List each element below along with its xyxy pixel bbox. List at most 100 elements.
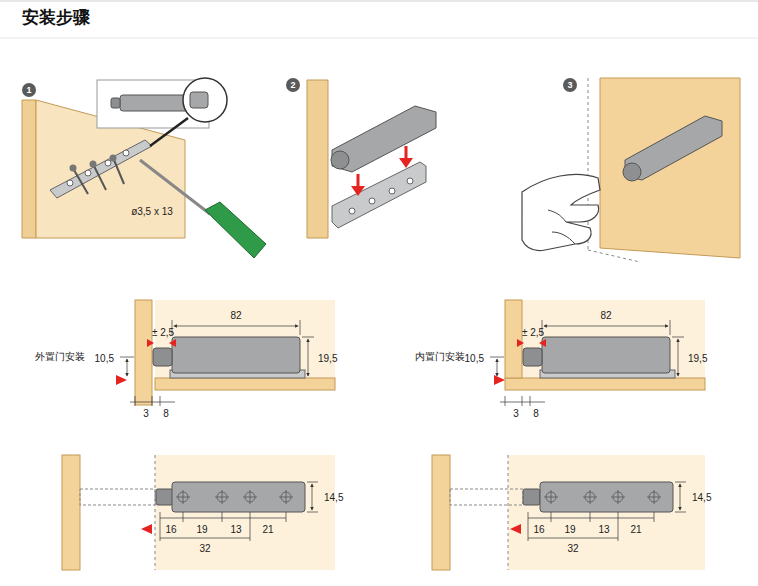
inner-door-plan-view-part-part — [551, 490, 552, 504]
inner-door-plan-view-part-part — [654, 512, 655, 522]
outer-door-plan-view-part-part — [160, 518, 286, 519]
dimension-label: 10,5 — [95, 353, 114, 364]
inner-door-section-part — [497, 359, 498, 376]
outer-door-section-part — [308, 339, 309, 376]
inner-door-plan-view-part-part — [654, 490, 655, 504]
step-one-illustration-part — [110, 155, 117, 162]
section-label: 外置门安装 — [35, 351, 85, 362]
inner-door-section-part — [522, 396, 523, 406]
dimension-label: 19 — [196, 524, 207, 535]
step-three-illustration-part — [588, 250, 640, 262]
outer-door-plan-view-part-part — [222, 490, 223, 504]
step-one-illustration-part — [150, 118, 188, 146]
step-one-illustration-part — [50, 140, 152, 198]
dimension-label: 82 — [600, 310, 611, 321]
dimension-label: 8 — [533, 408, 539, 419]
page-title: 安装步骤 — [22, 9, 90, 28]
outer-door-plan-view-part — [62, 455, 80, 570]
step-one-illustration-part — [205, 202, 266, 258]
inner-door-section-part — [530, 396, 531, 406]
inner-door-plan-view-part — [508, 455, 509, 570]
step-one-illustration-part — [114, 160, 124, 184]
outer-door-section-part — [155, 300, 335, 378]
step-one-illustration-part — [90, 161, 97, 168]
inner-door-section-part — [544, 326, 668, 327]
dimension-label: 19,5 — [318, 353, 337, 364]
step-one-illustration-part — [111, 98, 120, 108]
inner-door-plan-view-part-part — [590, 490, 591, 504]
inner-door-section-part — [500, 402, 545, 403]
title-rule — [0, 38, 758, 39]
inner-door-plan-view-part — [544, 490, 661, 504]
inner-door-plan-view-part-part — [528, 512, 529, 541]
step-number: 3 — [563, 78, 577, 92]
step-two-illustration-part — [331, 151, 349, 169]
outer-door-section — [116, 300, 335, 406]
step-one-illustration-part — [190, 92, 208, 108]
inner-door-plan-view-part — [432, 455, 450, 570]
outer-door-plan-view-part-part — [183, 512, 184, 522]
step-one-illustration-part — [22, 100, 36, 238]
step-two-illustration-part — [389, 188, 395, 194]
outer-door-section-part — [160, 396, 161, 406]
outer-door-section-part — [135, 300, 152, 405]
inner-door-plan-view-part — [540, 482, 673, 512]
inner-door-plan-view-part — [675, 482, 686, 483]
inner-door-section-part — [678, 339, 679, 376]
step-three-illustration-part — [522, 174, 600, 250]
inner-door-section-part — [542, 337, 670, 373]
step-one-illustration-part — [85, 170, 91, 176]
inner-door-plan-view-part-part — [618, 490, 619, 504]
step-three-illustration-part — [552, 232, 575, 244]
step-two-illustration-part — [357, 174, 360, 188]
step-one-illustration-part — [105, 160, 111, 166]
screw-size-label: ø3,5 x 13 — [131, 206, 173, 217]
outer-door-section-part — [135, 396, 136, 406]
outer-door-section-part — [174, 326, 298, 327]
inner-door-section-part — [539, 339, 546, 347]
dimension-label: 3 — [143, 408, 149, 419]
inner-door-plan-view-part-part — [528, 538, 618, 539]
dimension-label: 21 — [630, 524, 641, 535]
inner-door-section-part — [490, 357, 504, 358]
outer-door-plan-view-part — [156, 489, 173, 505]
outer-door-plan-view-part-part — [222, 512, 223, 522]
inner-door-section-part — [505, 300, 522, 378]
inner-door-plan-view-part-part — [618, 512, 619, 541]
step-one-illustration — [22, 78, 266, 258]
inner-door-plan-view-part-part — [590, 512, 591, 522]
step-one-illustration-part — [67, 180, 73, 186]
dimension-label: 16 — [165, 524, 176, 535]
inner-door-section-part — [505, 378, 705, 390]
dimension-label: 14,5 — [324, 492, 343, 503]
outer-door-plan-view-part — [155, 455, 156, 570]
inner-door-section-part — [494, 375, 505, 385]
step-two-illustration — [307, 80, 436, 238]
step-number-text: 3 — [567, 81, 572, 90]
dimension-label: 21 — [262, 524, 273, 535]
outer-door-section-part — [153, 348, 172, 366]
outer-door-section-part — [302, 337, 314, 338]
inner-door-plan-view-part — [510, 524, 521, 534]
dimension-label: 3 — [513, 408, 519, 419]
dimension-label: 32 — [567, 543, 578, 554]
outer-door-section-part — [152, 396, 153, 406]
inner-door-section-part — [670, 320, 671, 335]
step-number: 2 — [286, 78, 300, 92]
step-one-illustration-part — [183, 78, 227, 122]
outer-door-section-part — [300, 320, 301, 335]
outer-door-section-part — [130, 402, 175, 403]
step-two-illustration-part — [332, 162, 426, 228]
step-three-illustration-part — [623, 163, 641, 181]
outer-door-plan-view-part-part — [250, 490, 251, 504]
inner-door-section — [490, 300, 705, 406]
inner-door-plan-view-part-part — [551, 512, 552, 522]
outer-door-plan-view-part-part — [160, 512, 161, 541]
outer-door-section-part — [172, 337, 300, 373]
step-one-illustration-part — [70, 165, 77, 172]
outer-door-section-part — [169, 339, 176, 347]
step-number-text: 1 — [26, 86, 31, 95]
outer-door-plan-view-part — [312, 484, 313, 510]
outer-door-plan-view-part — [80, 489, 155, 505]
step-two-illustration-part — [369, 198, 375, 204]
